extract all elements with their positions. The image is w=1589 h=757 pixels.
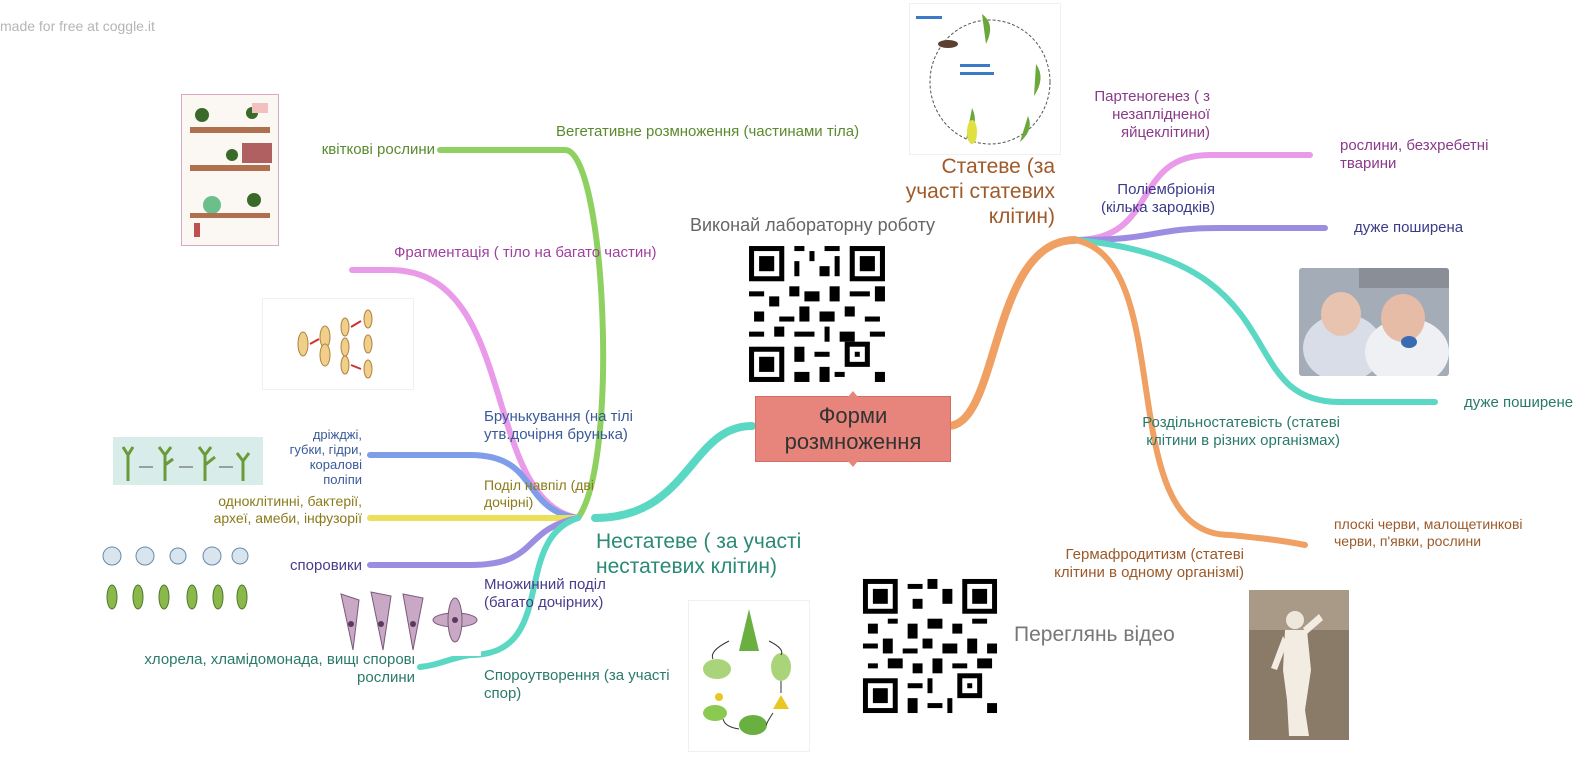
sexual-lifecycle-image-icon[interactable] bbox=[909, 3, 1061, 155]
branch-dioecy bbox=[1072, 237, 1438, 405]
cell-division-image-icon[interactable] bbox=[262, 298, 414, 390]
cell-types-image-icon[interactable] bbox=[100, 542, 250, 618]
twins-photo-icon[interactable] bbox=[1299, 268, 1449, 376]
trunk-sexual bbox=[944, 236, 1079, 430]
fragmentation-label: Фрагментація ( тіло на багато частин) bbox=[394, 244, 657, 261]
sporozoa-image-icon[interactable] bbox=[331, 584, 481, 656]
division-label: Поділ навпіл (дві дочірні) bbox=[484, 477, 594, 510]
parthenogenesis-leaf: рослини, безхребетні тварини bbox=[1340, 137, 1489, 172]
multiple-label: Множинний поділ (багато дочірних) bbox=[484, 576, 606, 611]
statue-photo-icon[interactable] bbox=[1249, 590, 1349, 740]
dioecy-label: Роздільностатевість (статеві клітини в р… bbox=[1142, 414, 1340, 449]
polyembryony-leaf: дуже поширена bbox=[1354, 219, 1464, 236]
vegetative-label: Вегетативне розмноження (частинами тіла) bbox=[556, 123, 860, 140]
sexual-title: Статеве (за участі статевих клітин) bbox=[905, 155, 1055, 228]
branch-multiple bbox=[367, 515, 581, 568]
branch-vegetative bbox=[437, 147, 607, 521]
branch-polyembryony bbox=[1072, 225, 1328, 243]
branch-budding bbox=[367, 452, 581, 521]
branch-hermaphroditism bbox=[1072, 237, 1308, 548]
division-leaf: одноклітинні, бактерії, археї, амеби, ін… bbox=[213, 493, 362, 526]
hermaphroditism-label: Гермафродитизм (статеві клітини в одному… bbox=[1054, 546, 1244, 581]
dioecy-leaf: дуже поширене bbox=[1464, 394, 1574, 411]
spores-leaf: хлорела, хламідомонада, вищі спорові рос… bbox=[144, 651, 415, 686]
polyembryony-label: Поліембріонія (кілька зародків) bbox=[1100, 181, 1215, 216]
central-label: Форми розмноження bbox=[784, 403, 922, 454]
hydra-image-icon[interactable] bbox=[113, 437, 263, 485]
multiple-leaf: споровики bbox=[290, 557, 362, 574]
lab-label: Виконай лабораторну роботу bbox=[690, 215, 936, 235]
parthenogenesis-label: Партеногенез ( з незаплідненої яйцекліти… bbox=[1094, 88, 1210, 141]
spores-label: Спороутворення (за участі спор) bbox=[484, 667, 670, 702]
asexual-title: Нестатеве ( за участі нестатевих клітин) bbox=[596, 530, 802, 578]
qr-code-lab-icon[interactable] bbox=[744, 241, 890, 387]
budding-label: Брунькування (на тілі утв.дочірня бруньк… bbox=[484, 408, 633, 443]
budding-leaf: дріжджі, губки, гідри, коралові поліпи bbox=[289, 427, 362, 487]
central-node[interactable]: Форми розмноження bbox=[755, 391, 951, 467]
branch-parthenogenesis bbox=[1072, 152, 1313, 243]
plant-image-icon[interactable] bbox=[181, 94, 279, 246]
lifecycle-fern-image-icon[interactable] bbox=[688, 600, 810, 752]
qr-code-video-icon[interactable] bbox=[858, 574, 1002, 718]
branch-spores bbox=[417, 515, 581, 670]
hermaphroditism-leaf: плоскі черви, малощетинкові черви, п'явк… bbox=[1334, 516, 1523, 549]
watermark: made for free at coggle.it bbox=[0, 18, 155, 34]
vegetative-leaf: квіткові рослини bbox=[321, 141, 435, 158]
video-label: Переглянь відео bbox=[1014, 623, 1175, 646]
trunk-asexual bbox=[591, 422, 756, 522]
